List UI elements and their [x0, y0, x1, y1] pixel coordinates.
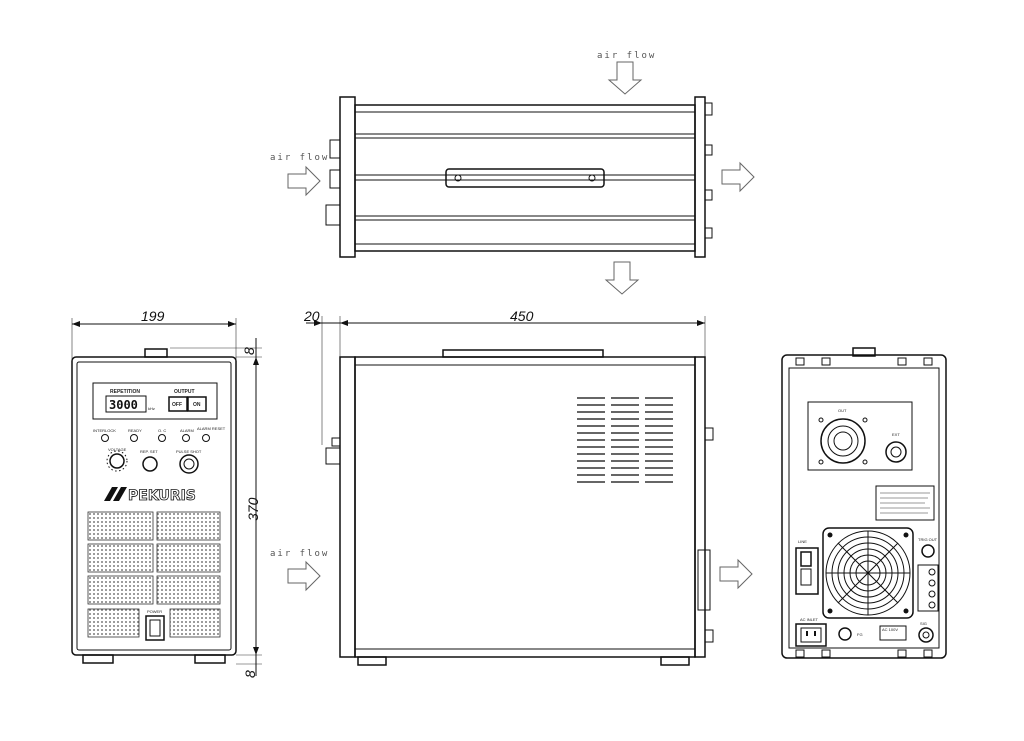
repetition-label: REPETITION: [110, 389, 140, 395]
dim-bottom-gap: 8: [242, 670, 258, 678]
side-front-bezel: [339, 356, 356, 658]
line-switch-box: [795, 547, 819, 595]
air-flow-arrow-down-top: [607, 61, 643, 95]
front-view: 199 8 370 8 REPETITION 3000 kHz OUTPUT O…: [71, 308, 262, 678]
top-rear-bezel: [694, 96, 706, 258]
repetition-value: 3000: [109, 398, 138, 412]
pulse-shot-label: PULSE SHOT: [176, 449, 202, 454]
grille-5: [87, 575, 154, 605]
output-on-button[interactable]: [187, 396, 207, 412]
output-connector-label: OUT: [838, 408, 847, 413]
air-flow-label-left-top: air flow: [270, 153, 329, 163]
rear-top-handle: [852, 347, 876, 357]
output-on-label: ON: [193, 402, 201, 408]
ac-inlet[interactable]: [795, 623, 827, 647]
rear-connector-plate: [807, 401, 913, 471]
side-body: [354, 356, 696, 658]
air-flow-arrow-down-bottom-top: [604, 261, 640, 295]
power-switch[interactable]: [145, 615, 165, 641]
pulse-shot-button[interactable]: [179, 454, 199, 474]
ready-label: READY: [128, 428, 142, 433]
alarm-reset-label: ALARM RESET: [197, 426, 226, 431]
air-flow-arrow-right-exit-side: [719, 558, 753, 590]
ext-label: EXT: [892, 432, 900, 437]
dim-depth: 450: [510, 308, 534, 324]
top-body: [354, 104, 696, 252]
dim-front-offset: 20: [303, 308, 320, 324]
power-label: POWER: [147, 609, 162, 614]
voltage-knob[interactable]: [109, 453, 125, 469]
top-view: air flow air flow: [270, 51, 755, 295]
grille-8: [169, 608, 221, 638]
trig-out-label: TRIG OUT: [918, 537, 938, 542]
fg-label: FG: [857, 632, 863, 637]
sig-connector[interactable]: [918, 627, 934, 643]
fg-terminal[interactable]: [838, 627, 852, 641]
air-flow-label-top: air flow: [597, 51, 656, 61]
output-off-button[interactable]: [168, 396, 188, 412]
front-chassis: [71, 356, 237, 656]
front-top-handle: [144, 348, 168, 358]
side-vents: [577, 397, 673, 483]
top-front-bezel: [339, 96, 356, 258]
top-handle: [445, 168, 605, 188]
rep-set-knob[interactable]: [142, 456, 158, 472]
rear-chassis: [781, 354, 947, 659]
dim-width: 199: [141, 308, 165, 324]
air-flow-arrow-right-left-top: [287, 165, 321, 197]
display-window: [92, 382, 218, 420]
grille-4: [156, 543, 221, 573]
output-off-label: OFF: [172, 402, 182, 408]
rating-label-plate: [875, 485, 935, 521]
rear-view: OUT EXT: [781, 347, 947, 659]
brand-text: PEKURIS: [128, 488, 196, 504]
dim-height: 370: [245, 497, 261, 521]
sig-label: SIG: [920, 621, 927, 626]
repetition-counter: [105, 395, 147, 413]
hz-label: kHz: [148, 406, 155, 411]
brand-logo: PEKURIS: [104, 487, 196, 504]
side-rear-bezel: [694, 356, 706, 658]
ac-rating-label: AC 100V: [882, 627, 898, 632]
line-label: LINE: [798, 539, 807, 544]
alarm-reset-button[interactable]: [202, 434, 210, 442]
side-view: 20 450 air flow: [270, 308, 753, 666]
cooling-fan: [822, 527, 914, 619]
oc-label: O. C: [158, 428, 166, 433]
ext-connector[interactable]: [885, 441, 907, 463]
grille-6: [156, 575, 221, 605]
grille-2: [156, 511, 221, 541]
interlock-label: INTERLOCK: [93, 428, 116, 433]
air-flow-arrow-right-exit-top: [721, 161, 755, 193]
line-switch[interactable]: [800, 551, 812, 567]
interlock-led: [101, 434, 109, 442]
trig-out-connector[interactable]: [921, 544, 935, 558]
grille-3: [87, 543, 154, 573]
rep-set-label: REP. SET: [140, 449, 158, 454]
terminal-block: [917, 564, 939, 612]
alarm-led: [182, 434, 190, 442]
voltage-label: VOLTAGE: [108, 447, 127, 452]
output-connector[interactable]: [820, 418, 866, 464]
output-label: OUTPUT: [174, 389, 195, 395]
side-handle: [442, 349, 604, 358]
air-flow-label-side: air flow: [270, 549, 329, 559]
grille-7: [87, 608, 140, 638]
grille-1: [87, 511, 154, 541]
ready-led: [130, 434, 138, 442]
air-flow-arrow-right-side: [287, 560, 321, 592]
oc-led: [158, 434, 166, 442]
dim-top-gap: 8: [241, 347, 257, 355]
ac-inlet-label: AC INLET: [800, 617, 819, 622]
alarm-label: ALARM: [180, 428, 194, 433]
